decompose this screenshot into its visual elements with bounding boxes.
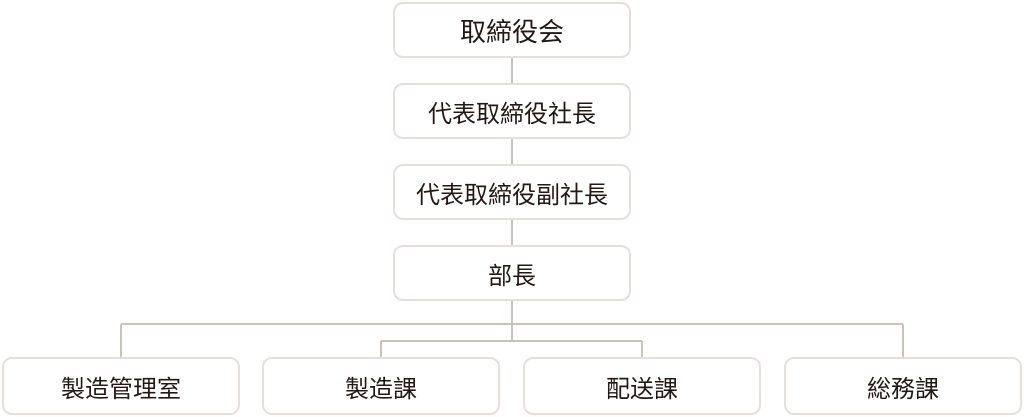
- org-box-production-control: 製造管理室: [2, 357, 240, 415]
- org-box-manager: 部長: [393, 245, 631, 301]
- org-box-board: 取締役会: [393, 2, 631, 58]
- org-box-delivery: 配送課: [523, 357, 761, 415]
- org-box-vice-president: 代表取締役副社長: [393, 164, 631, 220]
- org-box-president: 代表取締役社長: [393, 83, 631, 139]
- org-box-production: 製造課: [262, 357, 500, 415]
- org-box-general-affairs: 総務課: [784, 357, 1022, 415]
